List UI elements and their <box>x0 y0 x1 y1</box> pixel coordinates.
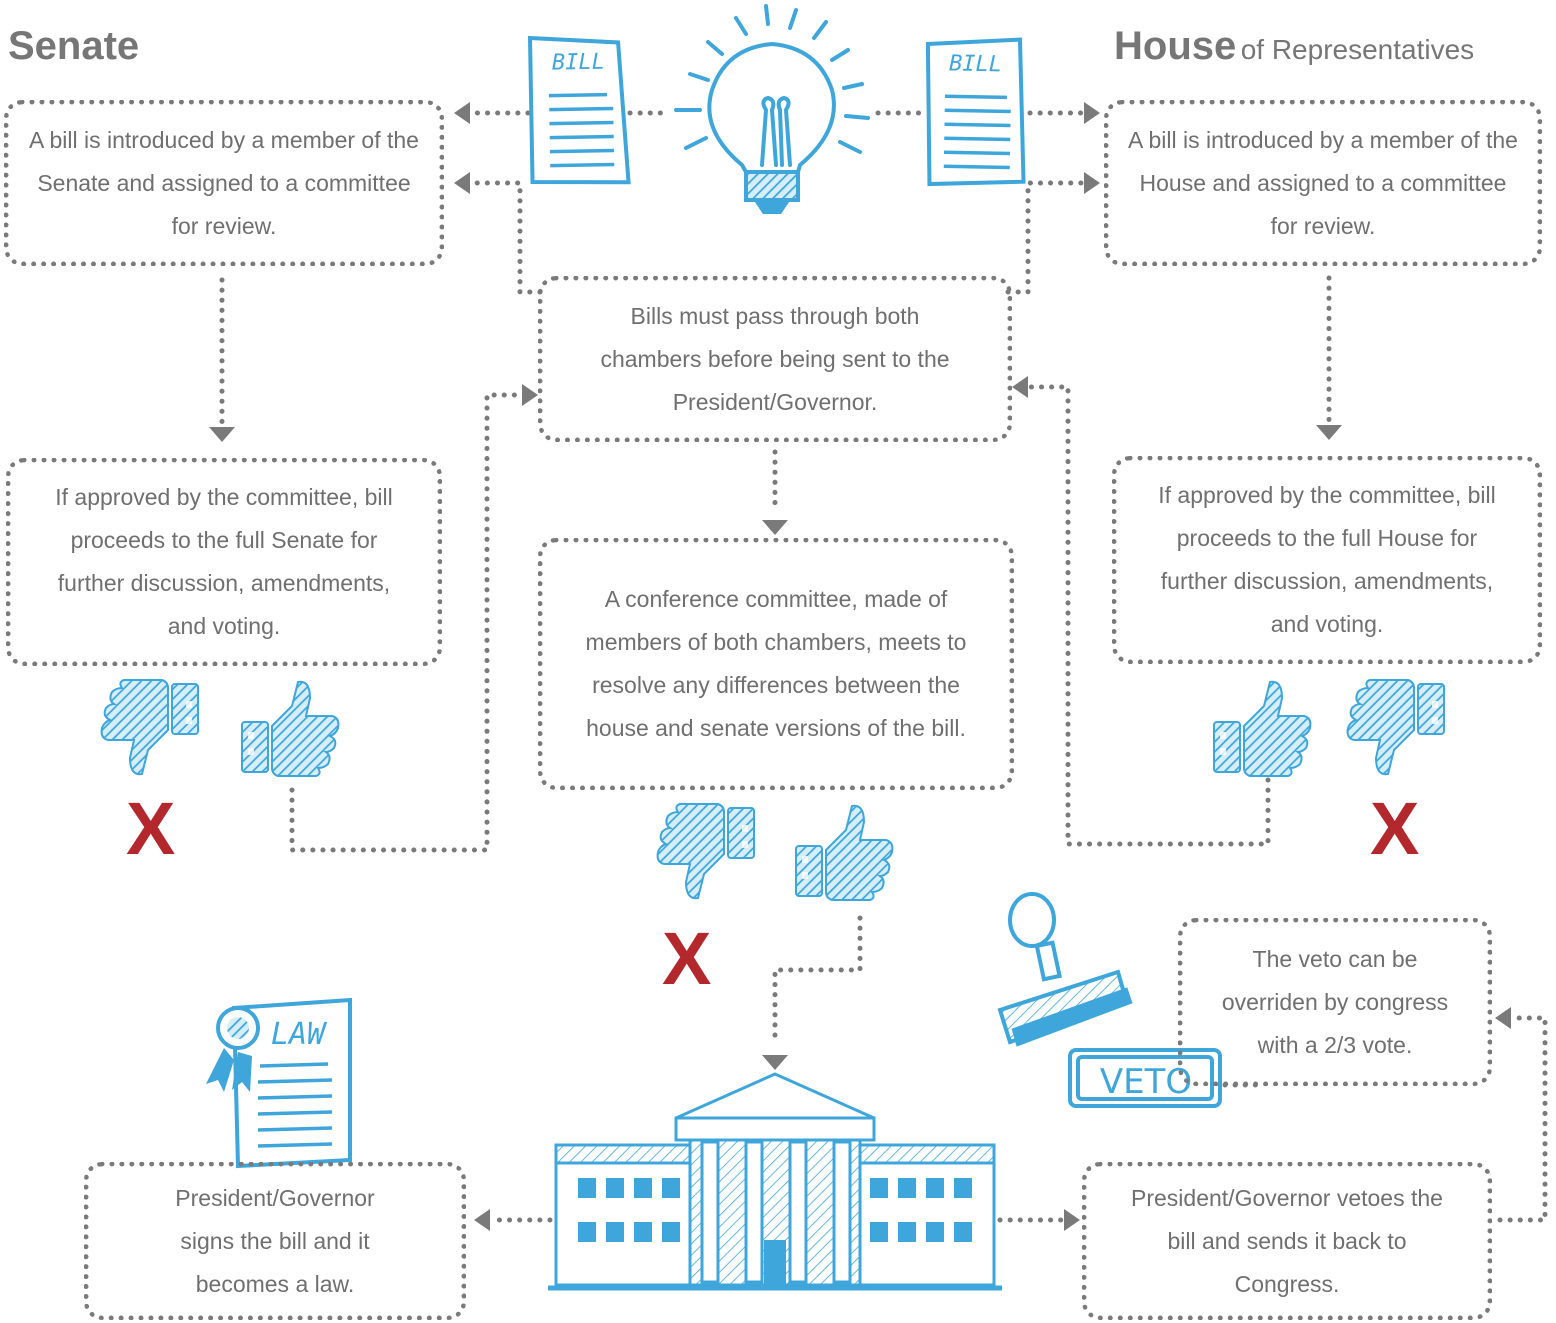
arrowhead-center-left <box>522 384 538 406</box>
conference-committee-text: A conference committee, made of members … <box>585 586 967 741</box>
vetoes-bill-text: President/Governor vetoes the bill and s… <box>1131 1184 1443 1297</box>
thumbs-down-icon <box>656 803 755 900</box>
bill-label: BILL <box>949 51 1002 77</box>
signs-bill-text: President/Governor signs the bill and it… <box>175 1184 375 1297</box>
bill-document-icon: BILL <box>527 35 631 185</box>
capitol-building-icon <box>548 1072 1002 1291</box>
both-chambers-text: Bills must pass through both chambers be… <box>600 302 950 415</box>
connector-vetoes-to-override <box>1497 1015 1548 1223</box>
arrowhead-override <box>1495 1007 1511 1029</box>
thumbs-down-icon <box>1346 679 1445 776</box>
veto-label: VETO <box>1100 1062 1192 1102</box>
connector-center-to-house-intro <box>1005 180 1085 295</box>
arrowhead-senate-approved <box>209 427 235 442</box>
house-heading-rest: of Representatives <box>1240 34 1475 65</box>
senate-intro-text: A bill is introduced by a member of the … <box>29 126 419 239</box>
senate-rejection-mark: X <box>126 787 176 870</box>
connectors <box>219 110 1548 1223</box>
senate-intro-box: A bill is introduced by a member of the … <box>4 100 444 266</box>
law-document-icon: LAW <box>206 997 352 1169</box>
arrowhead-capitol <box>762 1055 788 1070</box>
connector-house-approve-to-center <box>1027 384 1271 847</box>
senate-heading-text: Senate <box>8 24 140 68</box>
connector-conference-to-capitol <box>772 915 863 1048</box>
senate-approved-text: If approved by the committee, bill proce… <box>55 484 393 639</box>
arrowhead-signs <box>474 1209 490 1231</box>
house-heading-bold: House <box>1114 24 1237 68</box>
senate-approved-box: If approved by the committee, bill proce… <box>6 458 442 666</box>
arrowhead-center-right <box>1012 376 1028 398</box>
thumbs-down-icon <box>100 679 199 776</box>
bill-document-icon: BILL <box>925 37 1026 187</box>
arrowhead-house-intro-2 <box>1084 172 1100 194</box>
veto-override-box: The veto can be overriden by congress wi… <box>1178 918 1492 1086</box>
house-rejection-mark: X <box>1370 787 1420 870</box>
veto-override-text: The veto can be overriden by congress wi… <box>1221 945 1449 1058</box>
senate-heading: Senate <box>8 24 139 69</box>
house-approved-box: If approved by the committee, bill proce… <box>1112 456 1542 664</box>
both-chambers-box: Bills must pass through both chambers be… <box>538 276 1012 442</box>
conference-committee-box: A conference committee, made of members … <box>538 538 1014 790</box>
house-intro-box: A bill is introduced by a member of the … <box>1104 100 1542 266</box>
arrowhead-senate-intro <box>454 102 470 124</box>
house-heading: House of Representatives <box>1114 24 1474 69</box>
law-label: LAW <box>271 1017 328 1052</box>
lightbulb-icon <box>674 4 870 214</box>
arrowhead-vetoes <box>1064 1209 1080 1231</box>
thumbs-up-icon <box>1213 680 1312 777</box>
signs-bill-box: President/Governor signs the bill and it… <box>84 1162 466 1320</box>
thumbs-up-icon <box>241 680 340 777</box>
connector-senate-approve-to-center <box>289 392 523 853</box>
bill-label: BILL <box>552 50 605 76</box>
arrowhead-house-approved <box>1316 425 1342 440</box>
thumbs-up-icon <box>795 804 894 901</box>
house-intro-text: A bill is introduced by a member of the … <box>1128 126 1518 239</box>
conference-rejection-mark: X <box>662 917 712 1000</box>
arrowhead-senate-intro-2 <box>454 172 470 194</box>
ribbon-seal-icon <box>206 1006 260 1092</box>
arrowhead-house-intro <box>1084 102 1100 124</box>
arrowheads <box>209 102 1511 1231</box>
arrowhead-conference <box>762 520 788 535</box>
house-approved-text: If approved by the committee, bill proce… <box>1158 482 1496 637</box>
vetoes-bill-box: President/Governor vetoes the bill and s… <box>1082 1162 1492 1320</box>
connector-center-to-senate-intro <box>473 180 543 295</box>
